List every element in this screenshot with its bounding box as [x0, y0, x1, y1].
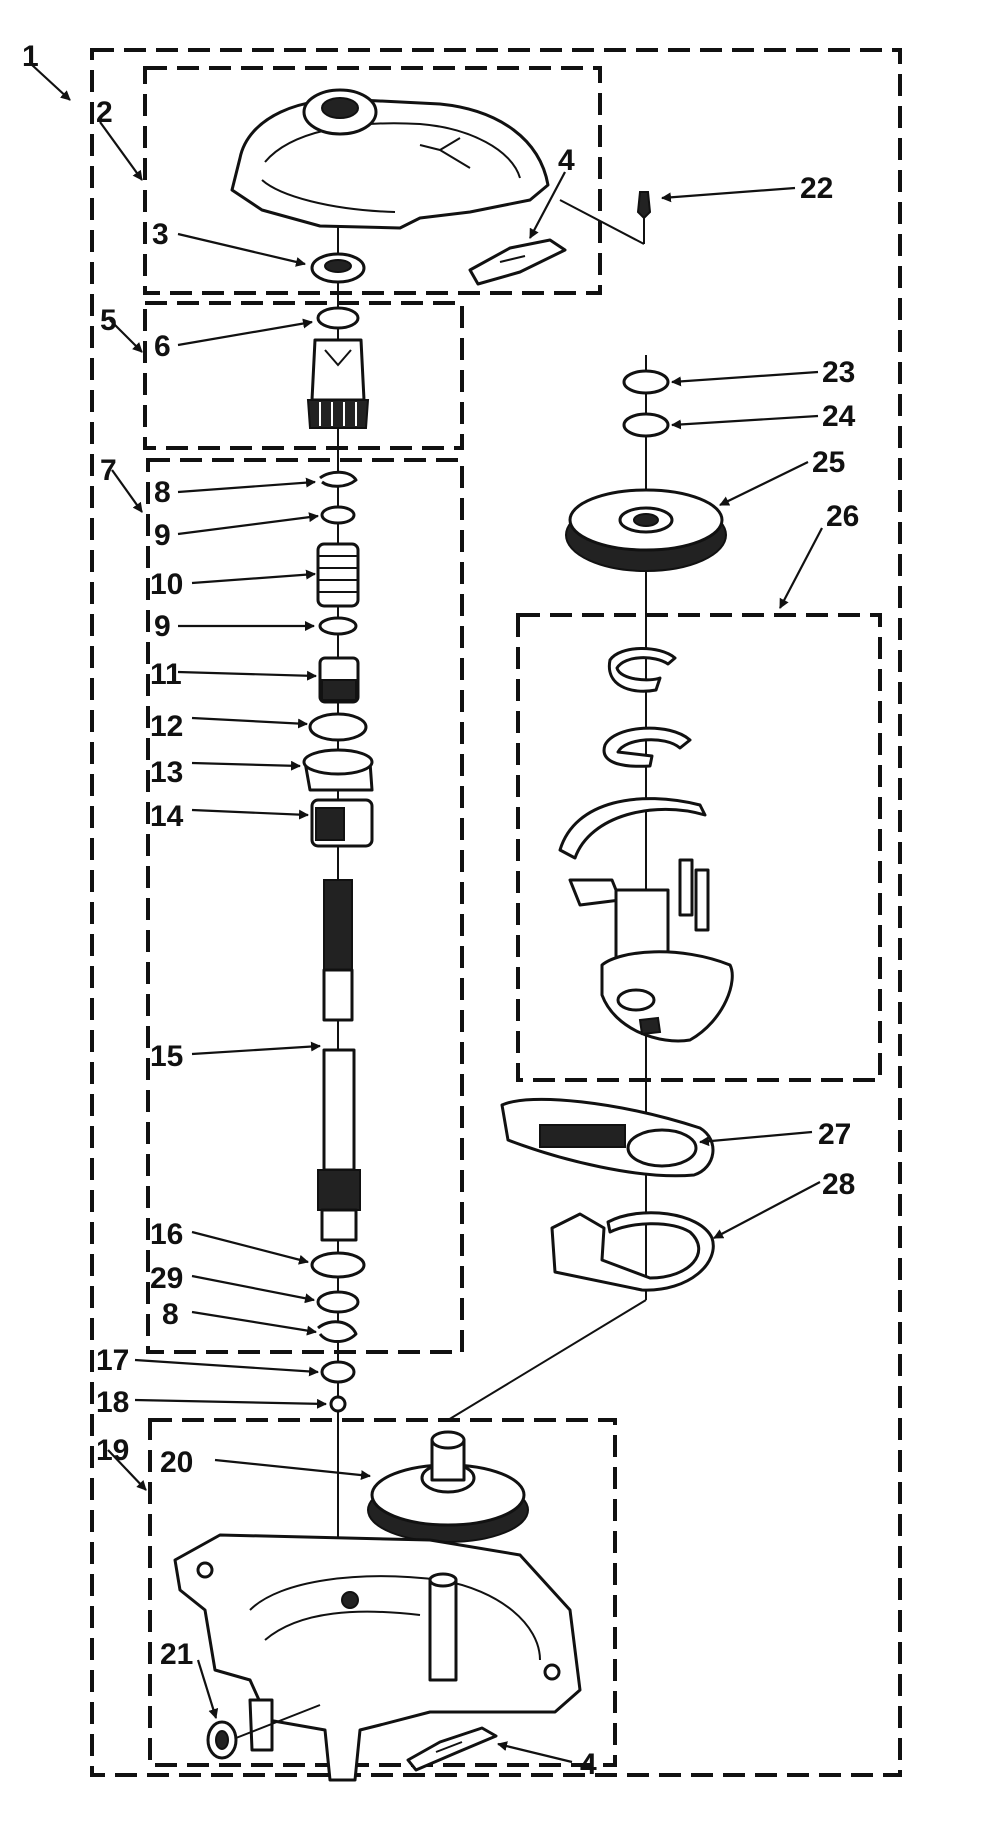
cover-group-box: [143, 66, 602, 295]
gear-case-cover: [230, 88, 550, 230]
shaft-group-box: [146, 458, 464, 1354]
gear-housing: [173, 1533, 582, 1782]
bearing-seal: [310, 252, 366, 284]
label-2: 2: [96, 96, 113, 129]
washer-right: [622, 412, 670, 438]
assembly-outer-box: [90, 48, 902, 1777]
label-7: 7: [100, 454, 117, 487]
washer-upper: [320, 505, 356, 525]
label-8-upper: 8: [154, 476, 171, 509]
label-14: 14: [150, 800, 184, 833]
clutch-gear: [318, 656, 360, 704]
cam: [302, 748, 374, 792]
label-6: 6: [154, 330, 171, 363]
label-19: 19: [96, 1434, 129, 1467]
label-9-lower: 9: [154, 610, 171, 643]
shift-fork: [550, 1211, 715, 1292]
drive-gear: [565, 488, 727, 572]
label-15: 15: [150, 1040, 183, 1073]
shift-assembly: [558, 647, 734, 1043]
label-8-lower: 8: [162, 1298, 179, 1331]
label-18: 18: [96, 1386, 129, 1419]
label-12: 12: [150, 710, 183, 743]
pinion-gear: [306, 306, 370, 429]
retaining-ring-upper: [319, 470, 358, 488]
label-24: 24: [822, 400, 856, 433]
label-9-upper: 9: [154, 519, 171, 552]
retaining-ring-lower: [317, 1320, 358, 1343]
agitator-shaft: [317, 879, 361, 1242]
ball: [329, 1395, 347, 1413]
label-16: 16: [150, 1218, 183, 1251]
label-5: 5: [100, 304, 117, 337]
seal-washer: [310, 1251, 366, 1279]
label-28: 28: [822, 1168, 855, 1201]
drive-coupling: [310, 798, 374, 848]
label-25: 25: [812, 446, 845, 479]
washer-lower: [318, 616, 358, 636]
label-27: 27: [818, 1118, 851, 1151]
label-20: 20: [160, 1446, 193, 1479]
label-23: 23: [822, 356, 855, 389]
spacer-washer: [316, 1290, 360, 1314]
grease-packet-bottom: [406, 1726, 498, 1772]
seal-bushing: [206, 1704, 321, 1760]
pinion-group-box: [143, 301, 464, 450]
cover-screw: [559, 191, 652, 245]
housing-group-box: [148, 1418, 617, 1767]
thrust-washer: [308, 712, 368, 742]
spring: [316, 542, 360, 608]
nut: [622, 369, 670, 395]
label-22: 22: [800, 172, 833, 205]
label-10: 10: [150, 568, 183, 601]
label-13: 13: [150, 756, 183, 789]
label-4-top: 4: [558, 144, 575, 177]
label-29: 29: [150, 1262, 183, 1295]
label-3: 3: [152, 218, 169, 251]
shift-assembly-box: [516, 613, 882, 1082]
shift-lever: [500, 1097, 715, 1178]
grease-packet-top: [468, 238, 567, 286]
bushing: [320, 1360, 356, 1384]
label-11: 11: [150, 658, 182, 691]
label-21: 21: [160, 1638, 193, 1671]
leader-lines: [31, 64, 823, 1764]
gear-connector-line: [447, 1299, 647, 1421]
label-4-bottom: 4: [580, 1748, 597, 1781]
drive-pinion-gear: [367, 1430, 529, 1543]
label-17: 17: [96, 1344, 129, 1377]
label-1: 1: [22, 40, 39, 73]
label-26: 26: [826, 500, 859, 533]
